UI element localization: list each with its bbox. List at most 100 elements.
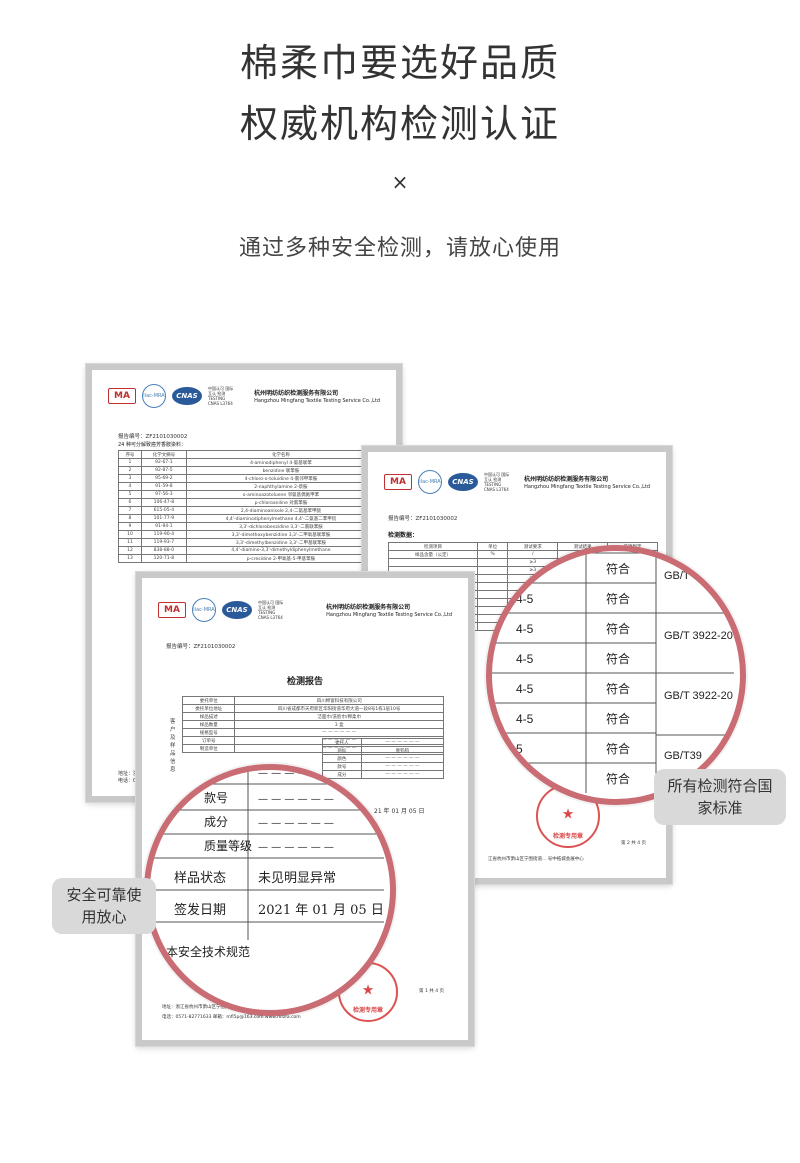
company-header: 杭州明纺纺织检测服务有限公司 Hangzhou Mingfang Textile… (524, 476, 650, 491)
stamp-label: 检测专用章 (352, 1007, 383, 1014)
table-cell: 119-93-7 (140, 538, 187, 547)
star-icon: ★ (361, 982, 375, 999)
standard-code: GB/T 3922-20 (664, 690, 733, 702)
table-cell: 615-05-4 (140, 506, 187, 515)
table-header: 序号 (118, 450, 142, 459)
callout-safety: 安全可靠使用放心 (52, 878, 156, 934)
report-number: 报告编号：ZF2101030002 (166, 644, 236, 650)
company-name-cn: 杭州明纺纺织检测服务有限公司 (326, 604, 411, 611)
doc-address: 江省杭州市萧山区宁围街道... 号中拓城会展中心 (488, 857, 584, 862)
table-cell: 四川棉富科技有限公司 (234, 696, 444, 705)
ilac-mra-logo: ilac-MRA (418, 470, 442, 494)
info-value: — — — — — — (258, 818, 334, 829)
table-cell: 样品数量 (181, 720, 236, 729)
table-cell: 4-chloro-o-toluidine 4-氯邻甲苯胺 (185, 474, 377, 483)
table-row: 规格型号— — — — — — (181, 728, 444, 737)
info-value: — — — — — — (258, 768, 334, 779)
info-label: 质量等级 (204, 839, 252, 853)
headline-line-1: 棉柔巾要选好品质 (239, 41, 560, 85)
table-cell: 7 (118, 506, 142, 515)
cnas-logo: CNAS (172, 387, 202, 405)
stamp-label: 检测专用章 (552, 833, 583, 840)
result-verdict: 符合 (606, 771, 630, 786)
table-cell (388, 558, 478, 567)
info-value: — — — — — — (258, 794, 334, 805)
result-verdict: 符合 (606, 591, 630, 606)
info-value: 2021 年 01 月 05 日 (258, 903, 384, 918)
table-row: 样品描述洁面巾/洗脸巾/棉柔巾 (181, 712, 444, 721)
result-verdict: 符合 (606, 681, 630, 696)
footer-text: 本安全技术规范 (166, 944, 250, 959)
table-header: 测试要求 (507, 542, 559, 551)
table-cell: 838-88-0 (140, 546, 187, 555)
table-cell: 13 (118, 554, 142, 563)
table-cell: 101-77-9 (140, 514, 187, 523)
table-cell: 规格型号 (181, 728, 236, 737)
report-title: 检测报告 (286, 677, 323, 687)
info-table-right: 委托人— — — — — —商标壹钨钨颜色— — — — — —款号— — — … (322, 738, 445, 779)
table-cell: 4,4'-diamino-3,3'-dimethyldiphenylmethan… (185, 546, 377, 555)
cnas-text: 中国认可 国际互认 检测 TESTING CNAS L3764 (258, 600, 284, 620)
result-value: 4-5 (516, 652, 534, 666)
info-label: 样品状态 (174, 871, 226, 886)
table-cell: 3 盒 (234, 720, 444, 729)
cnas-text: 中国认可 国际互认 检测 TESTING CNAS L3764 (208, 386, 234, 406)
table-cell: 95-69-2 (140, 474, 187, 483)
table-cell: 92-87-5 (140, 466, 187, 475)
standard-code: GB/T 3922-20 (664, 630, 733, 642)
info-label: 成分 (204, 815, 228, 829)
page-number: 第 2 共 4 页 (621, 841, 646, 846)
table-cell: 91-59-8 (140, 482, 187, 491)
table-cell: 92-67-1 (140, 458, 187, 467)
report-number: 报告编号：ZF2101030002 (388, 516, 458, 522)
ma-logo: MA (384, 474, 412, 490)
table-cell: 4-aminodiphenyl 4-氨基联苯 (185, 458, 377, 467)
table-cell: 120-71-8 (140, 554, 187, 563)
table-cell: p-cresidine 2-甲氧基-5-甲基苯胺 (185, 554, 377, 563)
table-header: 化学文摘号 (140, 450, 187, 459)
sample-info-grid: 颜色— — — — — —款号— — — — — —成分— — — — — —质… (150, 768, 384, 959)
table-header: 化学名称 (185, 450, 377, 459)
times-symbol: × (391, 170, 409, 194)
cnas-logo: CNAS (222, 601, 252, 619)
table-cell: 97-56-3 (140, 490, 187, 499)
table-row: 颜色— — — — — — (322, 754, 445, 763)
table-cell: — — — — — — (360, 770, 445, 779)
company-header: 杭州明纺纺织检测服务有限公司 Hangzhou Mingfang Textile… (254, 390, 380, 405)
table-cell: 颜色 (322, 754, 362, 763)
company-name-en: Hangzhou Mingfang Textile Testing Servic… (524, 484, 650, 490)
company-name-en: Hangzhou Mingfang Textile Testing Servic… (254, 398, 380, 404)
company-name-cn: 杭州明纺纺织检测服务有限公司 (524, 476, 609, 483)
table-cell: 3 (118, 474, 142, 483)
cnas-logo: CNAS (448, 473, 478, 491)
result-verdict: 符合 (606, 561, 630, 576)
table-cell: 商标 (322, 746, 362, 755)
table-title: 24 种可分解致癌芳香胺染料： (118, 442, 186, 448)
data-title: 检测数据： (388, 532, 419, 539)
table-cell: 11 (118, 538, 142, 547)
result-verdict: 符合 (606, 711, 630, 726)
table-cell: 3,3'-dichlorobenzidine 3,3'-二氯联苯胺 (185, 522, 377, 531)
table-row: 委托单位地址四川省成都市天府新区华阳街道华府大道一段8号1栋1层10号 (181, 704, 444, 713)
info-label: 签发日期 (174, 902, 226, 918)
result-verdict: 符合 (606, 741, 630, 756)
star-icon: ★ (561, 806, 575, 823)
result-value: 4-5 (516, 622, 534, 636)
table-cell: 委托单位 (181, 696, 236, 705)
table-cell: 壹钨钨 (360, 746, 445, 755)
table-cell: — — — — — — (360, 754, 445, 763)
side-label: 客户及样品信息 (170, 719, 176, 773)
headline-line-2: 权威机构检测认证 (239, 102, 560, 146)
table-cell: 2-naphthylamine 2-萘胺 (185, 482, 377, 491)
table-cell: 12 (118, 546, 142, 555)
table-cell: 4,4'-diaminodiphenylmethane 4,4'-二氨基二苯甲烷 (185, 514, 377, 523)
